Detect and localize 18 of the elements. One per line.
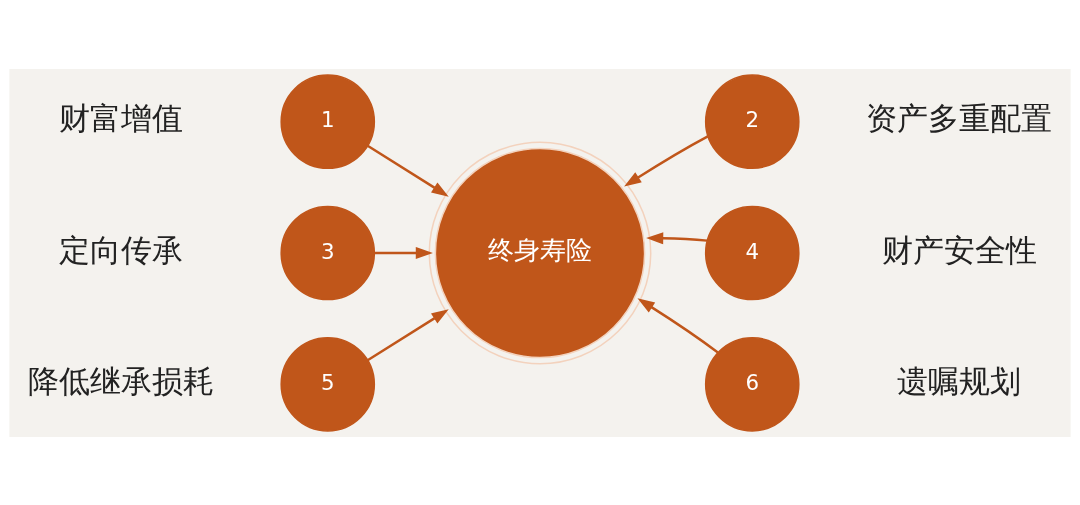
arrow <box>374 246 433 259</box>
node-label: 遗嘱规划 <box>897 363 1022 399</box>
node-circle: 1 <box>280 73 376 169</box>
node-circle: 2 <box>704 73 800 169</box>
node-label: 降低继承损耗 <box>27 363 214 399</box>
node-label: 财富增值 <box>58 100 183 136</box>
node-label: 资产多重配置 <box>866 100 1053 136</box>
node-circle: 6 <box>704 336 800 432</box>
arrow <box>624 134 709 187</box>
node-label: 财产安全性 <box>881 232 1037 268</box>
node-circle: 4 <box>704 205 800 300</box>
node-circle: 3 <box>280 205 376 300</box>
arrow <box>637 297 719 353</box>
arrow <box>646 231 708 244</box>
arrow <box>367 308 449 361</box>
node-circle: 5 <box>280 336 376 432</box>
node-label: 定向传承 <box>58 232 183 268</box>
arrow <box>367 144 449 197</box>
